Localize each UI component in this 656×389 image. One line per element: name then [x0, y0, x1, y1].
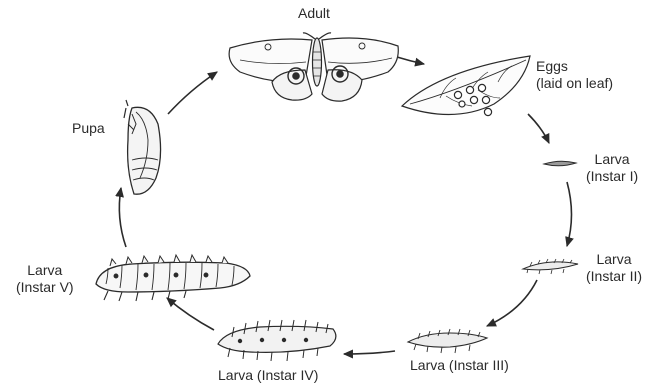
larva4-label: Larva (Instar IV) — [218, 367, 318, 384]
larva-instar-5-illustration — [96, 255, 250, 301]
arrow-larva5-to-pupa — [119, 188, 126, 247]
larva-instar-3-illustration — [408, 329, 487, 353]
adult-label: Adult — [298, 5, 330, 22]
larva1-label: Larva (Instar I) — [586, 151, 638, 185]
larva-instar-2-illustration — [523, 259, 578, 274]
eggs-label-line2: (laid on leaf) — [536, 75, 613, 92]
arrow-larva2-to-larva3 — [487, 280, 537, 326]
adult-moth-illustration — [229, 33, 398, 101]
larva5-label-line2: (Instar V) — [16, 279, 74, 296]
larva3-label: Larva (Instar III) — [410, 357, 509, 374]
larva-instar-1-illustration — [544, 161, 576, 166]
arrow-larva4-to-larva5 — [167, 298, 214, 330]
larva5-label: Larva (Instar V) — [16, 262, 74, 296]
larva2-label: Larva (Instar II) — [586, 251, 642, 285]
larva-instar-4-illustration — [218, 320, 336, 361]
larva1-label-line2: (Instar I) — [586, 168, 638, 185]
larva2-label-line2: (Instar II) — [586, 268, 642, 285]
arrow-larva3-to-larva4 — [344, 351, 395, 354]
arrow-eggs-to-larva1 — [528, 114, 549, 143]
larva1-label-line1: Larva — [586, 151, 638, 168]
arrow-larva1-to-larva2 — [567, 182, 572, 246]
larva5-label-line1: Larva — [16, 262, 74, 279]
pupa-label: Pupa — [72, 120, 105, 137]
eggs-on-leaf-illustration — [402, 56, 530, 116]
arrow-adult-to-eggs — [397, 57, 424, 64]
pupa-illustration — [124, 100, 161, 194]
larva2-label-line1: Larva — [586, 251, 642, 268]
eggs-label: Eggs (laid on leaf) — [536, 58, 613, 92]
arrow-pupa-to-adult — [168, 72, 217, 114]
eggs-label-line1: Eggs — [536, 58, 613, 75]
